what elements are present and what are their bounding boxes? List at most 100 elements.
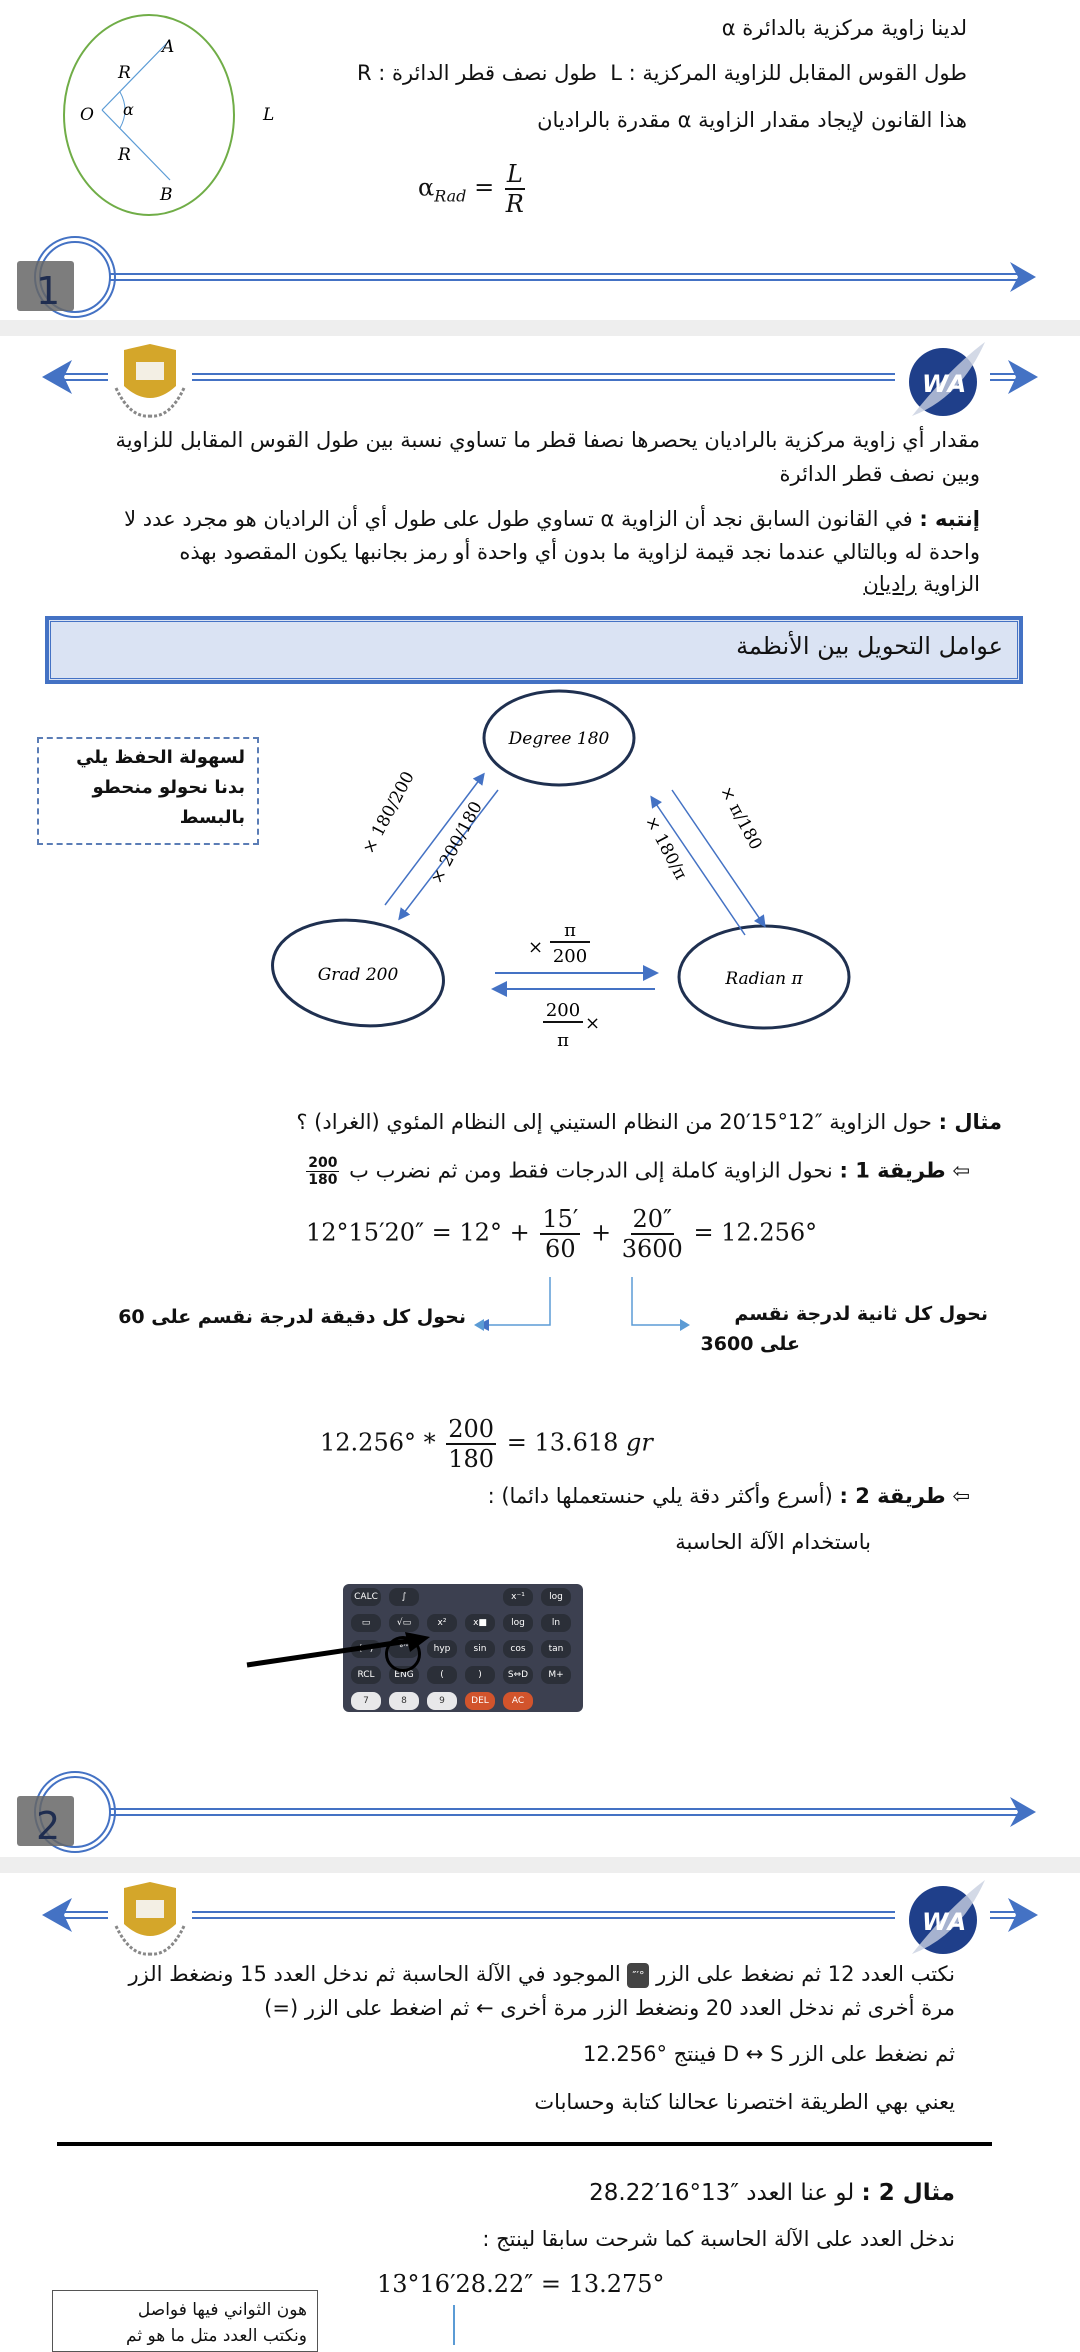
annotation-line <box>453 2305 455 2345</box>
circle <box>63 14 235 216</box>
eq1-f1d: 60 <box>545 1235 576 1263</box>
highlight-circle <box>385 1636 421 1672</box>
memo-line-1: لسهولة الحفظ يلي <box>76 747 245 768</box>
factor-grad-to-radian-op: × <box>528 937 543 958</box>
page-header-2: WA <box>42 1876 1038 1961</box>
calculator-key: CALC <box>351 1588 381 1606</box>
calculator-key: ∫ <box>389 1588 419 1606</box>
steps-line-2: مرة أخرى ثم ندخل العدد 20 ونضغط الزر مرة… <box>264 1996 955 2020</box>
radius-ob <box>101 109 171 181</box>
label-a: A <box>160 37 174 57</box>
steps-line-5: ندخل العدد على الآلة الحاسبة كما شرحت سا… <box>482 2227 955 2251</box>
factor-degree-to-radian: × π/180 <box>716 783 766 853</box>
calculator-key: S⇔D <box>503 1666 533 1684</box>
calculator-key: ln <box>541 1614 571 1632</box>
label-r-bottom: R <box>117 145 131 165</box>
seconds-note-line-1: هون الثواني فيها فواصل <box>137 2300 307 2320</box>
example-text: حول الزاوية ″12°15′20 من النظام الستيني … <box>296 1110 932 1134</box>
conversion-diagram: Degree 180 Grad 200 Radian π × 180/200 ×… <box>271 689 851 1051</box>
note-line-3: الزاوية راديان <box>863 572 980 596</box>
calculator-key: 9 <box>427 1692 457 1710</box>
dms-button-icon: °′″ <box>627 1962 650 1988</box>
annotation-arrows <box>474 1277 690 1331</box>
calculator-key: hyp <box>427 1640 457 1658</box>
calculator-key: sin <box>465 1640 495 1658</box>
note-text-3: الزاوية <box>916 572 980 596</box>
note-line-1: إنتبه : في القانون السابق نجد أن الزاوية… <box>124 507 980 531</box>
node-grad-label: Grad 200 <box>318 965 399 985</box>
factor-grad-to-degree: × 180/200 <box>359 768 419 857</box>
steps-line-4: يعني بهي الطريقة اختصرنا عحالنا كتابة وح… <box>534 2090 955 2114</box>
method-1-den: 180 <box>308 1172 338 1188</box>
factor-radian-to-grad-den: π <box>557 1030 569 1051</box>
factor-radian-to-grad-num: 200 <box>546 1000 580 1021</box>
example-2-text: لو عنا العدد ″13°16′28.22 <box>589 2180 855 2206</box>
factor-grad-to-radian-num: π <box>564 920 576 941</box>
section-divider-2: 2 <box>17 1771 1036 1853</box>
wa-logo-text: WA <box>922 1908 966 1936</box>
circle-diagram: A B O R R α L <box>63 14 274 216</box>
method-1-num: 200 <box>306 1155 340 1172</box>
method-1-text: نحول الزاوية كاملة إلى الدرجات فقط ومن ث… <box>349 1158 833 1183</box>
page-number: 1 <box>36 269 60 313</box>
page-number: 2 <box>36 1804 60 1848</box>
factor-degree-to-grad: × 200/180 <box>427 798 487 887</box>
eq2-lhs: 12.256° * <box>320 1428 436 1457</box>
calculator-key: x■ <box>465 1614 495 1632</box>
note-underlined: راديان <box>863 572 917 596</box>
arrow-degree-to-radian <box>671 789 766 928</box>
method-2: ⇦ طريقة 2 : (أسرع وأكثر دقة يلي حنستعمله… <box>488 1484 970 1508</box>
arrow-grad-to-degree <box>384 772 485 906</box>
eq1-lhs: 12°15′20″ = 12° + <box>306 1218 530 1247</box>
angle-arc <box>119 91 126 129</box>
memo-line-2: بدنا نحولو منحطو <box>92 777 245 798</box>
calculator-key: AC <box>503 1692 533 1710</box>
calculator-key: x² <box>427 1614 457 1632</box>
steps-line-1a: نكتب العدد 12 ثم نضغط على الزر <box>656 1962 955 1986</box>
annotation-minutes: نحول كل دقيقة لدرجة نقسم على 60 <box>118 1306 466 1328</box>
formula-eq: = <box>474 173 495 202</box>
example-2: مثال 2 : لو عنا العدد ″13°16′28.22 <box>589 2180 955 2206</box>
formula-num: L <box>504 160 525 190</box>
intro-line-3: هذا القانون لإيجاد مقدار الزاوية α مقدرة… <box>537 108 967 132</box>
page-break <box>0 320 1080 336</box>
formula-den: R <box>505 190 524 218</box>
annotation-seconds-2: على 3600 <box>700 1333 800 1355</box>
memo-line-3: بالبسط <box>179 807 245 828</box>
label-o: O <box>80 105 94 125</box>
eq2-rhs: = 13.618 <box>506 1428 627 1457</box>
calculator-key: ▭ <box>351 1614 381 1632</box>
calculator-key: x⁻¹ <box>503 1588 533 1606</box>
steps-line-1b: الموجود في الآلة الحاسبة ثم ندخل العدد 1… <box>128 1962 621 1986</box>
arrow-right-icon <box>1010 262 1036 292</box>
label-alpha: α <box>123 100 134 119</box>
conversion-title-box: عوامل التحويل بين الأنظمة <box>45 616 1023 684</box>
example-1: مثال : حول الزاوية ″12°15′20 من النظام ا… <box>296 1110 1002 1134</box>
definition-line-1: مقدار أي زاوية مركزية بالراديان يحصرها ن… <box>115 428 980 452</box>
intro-line-1: لدينا زاوية مركزية بالدائرة α <box>721 16 967 40</box>
node-degree <box>482 689 636 787</box>
arrow-left-icon <box>42 360 72 394</box>
seconds-note-line-2: ونكتب العدد متل ما هو ثم <box>126 2326 307 2346</box>
formula-alpha: α <box>418 173 435 202</box>
equation-1: 12°15′20″ = 12° + 15′60 + 20″3600 = 12.2… <box>306 1205 817 1263</box>
arrow-degree-to-grad <box>398 789 499 921</box>
calculator-key: log <box>503 1614 533 1632</box>
calculator-key: 8 <box>389 1692 419 1710</box>
steps-line-1: نكتب العدد 12 ثم نضغط على الزر °′″ الموج… <box>129 1962 955 1988</box>
calculator-key: ) <box>465 1666 495 1684</box>
label-l: L <box>262 105 274 125</box>
arrow-right-icon <box>1008 360 1038 394</box>
intro-line-2-radius: طول نصف قطر الدائرة : R <box>356 61 597 85</box>
conversion-title: عوامل التحويل بين الأنظمة <box>736 632 1003 660</box>
factor-grad-to-radian-den: 200 <box>553 946 587 967</box>
memo-box: لسهولة الحفظ يلي بدنا نحولو منحطو بالبسط <box>37 737 259 845</box>
method-1: ⇦ طريقة 1 : نحول الزاوية كاملة إلى الدرج… <box>303 1155 970 1188</box>
note-label: إنتبه : <box>919 507 980 531</box>
hollow-arrow-icon: ⇦ <box>952 1484 970 1508</box>
section-divider-1: 1 <box>17 236 1036 318</box>
eq1-f2d: 3600 <box>621 1235 683 1263</box>
